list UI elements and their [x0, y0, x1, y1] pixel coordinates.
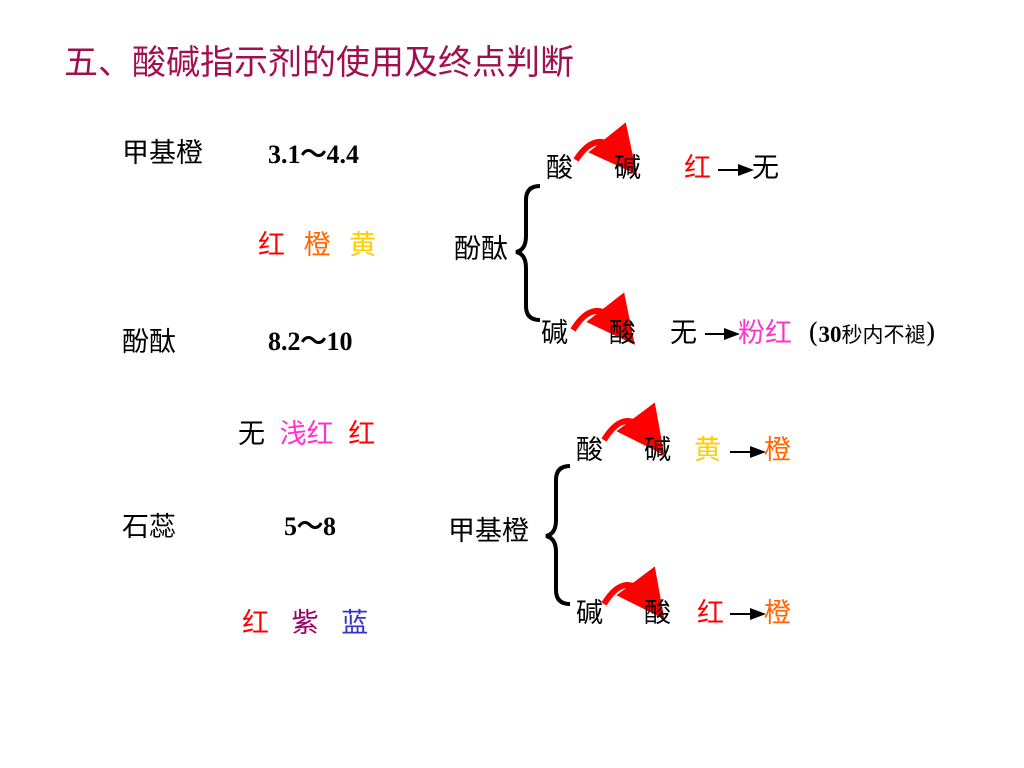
indicator-name-phenolphthalein: 酚酞	[122, 327, 176, 358]
note-text: 秒内不褪	[841, 323, 926, 347]
titration-to-label: 酸	[609, 318, 636, 349]
color-colorless-label: 无	[238, 419, 265, 450]
color-purple-label: 紫	[291, 608, 319, 639]
brace-icon	[545, 464, 571, 606]
indicator-range-litmus: 5～8	[284, 512, 337, 541]
endpoint-note: (30秒内不褪)	[808, 320, 936, 347]
end-color-label: 粉红	[738, 318, 792, 349]
note-close-paren: )	[925, 318, 937, 349]
endpoint-label-phenolphthalein: 酚酞	[454, 234, 508, 265]
color-red-label: 红	[258, 230, 285, 261]
indicator-range-methyl-orange: 3.1～4.4	[268, 140, 360, 169]
start-color-label: 红	[684, 153, 711, 184]
page-title: 五、酸碱指示剂的使用及终点判断	[64, 43, 574, 83]
titration-to-label: 酸	[644, 598, 671, 629]
curved-arrow-icon	[601, 402, 665, 456]
note-open-paren: (	[808, 318, 819, 349]
note-seconds-number: 30	[818, 322, 842, 347]
color-red-label: 红	[242, 608, 269, 639]
end-color-label: 橙	[764, 598, 791, 629]
titration-from-label: 酸	[576, 435, 603, 466]
indicator-name-litmus: 石蕊	[122, 512, 176, 543]
color-yellow-label: 黄	[349, 230, 377, 261]
curved-arrow-icon	[601, 566, 665, 620]
end-color-label: 无	[752, 153, 779, 184]
color-sequence-methyl-orange: 红 橙 黄	[258, 232, 386, 259]
color-blue-label: 蓝	[341, 608, 369, 639]
titration-from-label: 酸	[546, 153, 573, 184]
color-sequence-phenolphthalein: 无 浅红 红	[238, 421, 385, 448]
titration-from-label: 碱	[576, 598, 603, 629]
indicator-range-phenolphthalein: 8.2～10	[268, 327, 353, 356]
curved-arrow-icon	[570, 292, 635, 345]
start-color-label: 无	[670, 318, 697, 349]
color-lightred-label: 浅红	[279, 419, 334, 450]
color-orange-label: 橙	[303, 230, 331, 261]
brace-icon	[515, 184, 541, 322]
color-sequence-litmus: 红 紫 蓝	[242, 610, 378, 637]
titration-to-label: 碱	[614, 153, 641, 184]
indicator-name-methyl-orange: 甲基橙	[122, 138, 203, 169]
titration-to-label: 碱	[644, 435, 671, 466]
endpoint-label-methyl-orange: 甲基橙	[448, 516, 529, 547]
titration-from-label: 碱	[541, 318, 568, 349]
start-color-label: 黄	[694, 435, 721, 466]
curved-arrow-icon	[573, 122, 638, 175]
start-color-label: 红	[697, 598, 724, 629]
end-color-label: 橙	[764, 435, 791, 466]
color-red-label: 红	[348, 419, 376, 450]
